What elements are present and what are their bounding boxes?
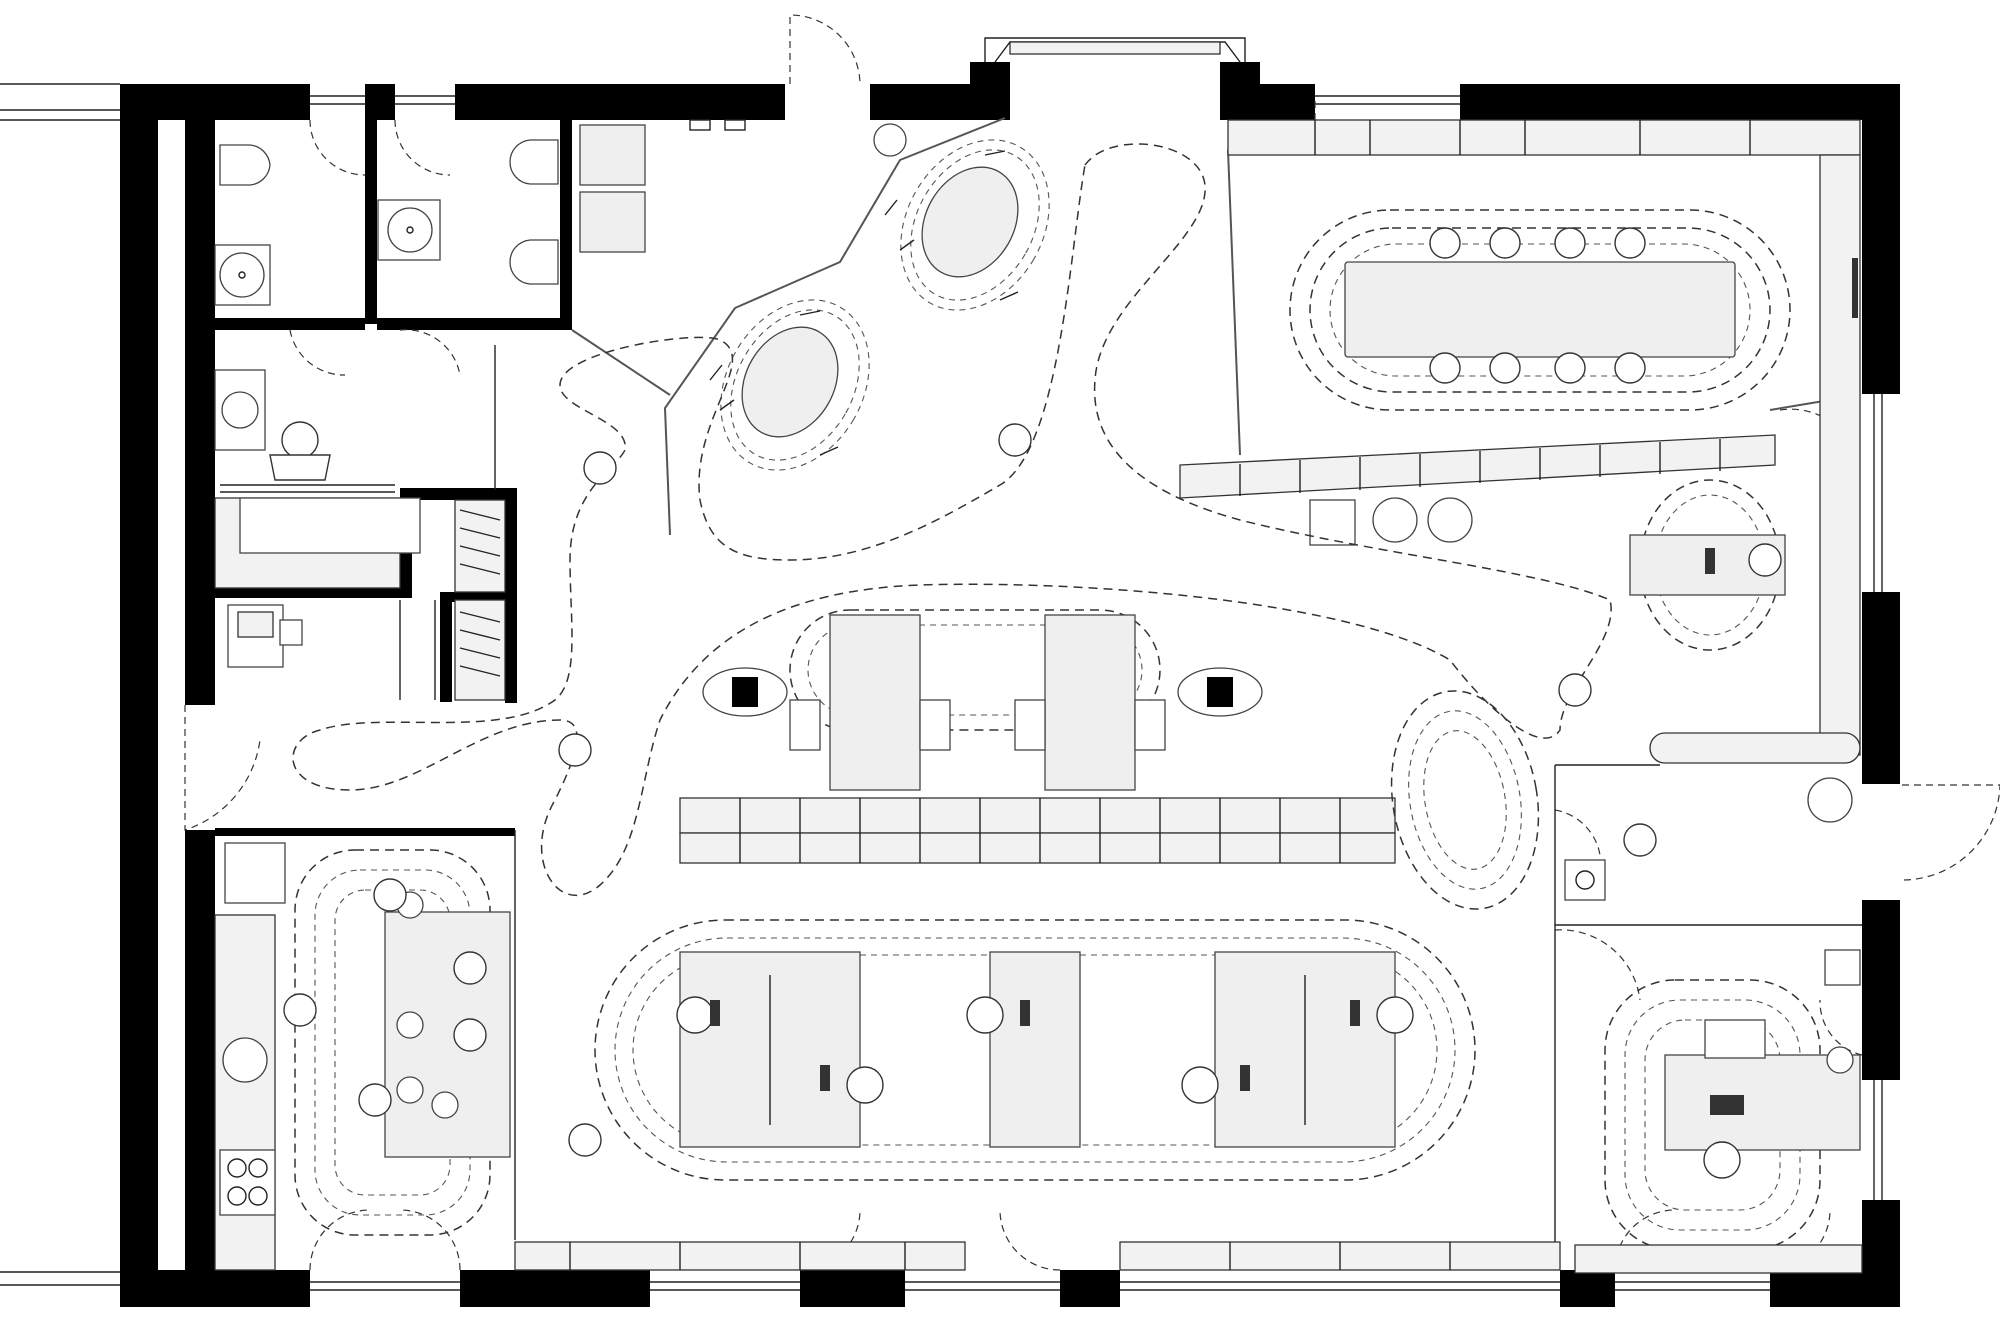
walking-figures (558, 423, 1657, 1157)
open-workspace-bench (702, 609, 1263, 791)
kitchenette-top (579, 119, 907, 253)
person-icon (283, 878, 487, 1117)
print-room (227, 600, 436, 700)
desk-icon (989, 951, 1081, 1148)
washbasin-icon (221, 391, 259, 429)
windows (0, 83, 1883, 1291)
bottom-cabinets (514, 1241, 1561, 1271)
person-icon (1558, 673, 1592, 707)
desk-icon (1044, 614, 1136, 791)
person-icon (568, 1123, 602, 1157)
desk-icon (1664, 1054, 1861, 1151)
entrance (1564, 732, 1861, 901)
open-workspace (594, 919, 1476, 1181)
washbasin-icon (387, 207, 433, 253)
restroom-wc-2 (377, 139, 559, 285)
conference-table-icon (1344, 261, 1736, 358)
toilet-icon (219, 144, 271, 186)
floor-lamp-icon (1826, 1046, 1854, 1074)
corner-office (1629, 479, 1786, 651)
round-table-icon (884, 139, 1050, 311)
bay-window (984, 37, 1246, 63)
kitchen (214, 842, 511, 1271)
interior-walls (215, 84, 572, 836)
restroom-wc-1 (214, 144, 271, 306)
exterior-walls (120, 62, 1900, 1307)
person-icon (558, 733, 592, 767)
hanger-rail-icon (459, 509, 501, 677)
person-icon (1748, 543, 1782, 577)
bidet-icon (509, 239, 559, 285)
person-icon (676, 996, 1414, 1104)
washbasin-icon (219, 252, 265, 298)
cooktop-icon (219, 1149, 276, 1216)
lounge-tables (709, 139, 1050, 471)
director-office (1574, 949, 1863, 1274)
cabinet-row (1179, 434, 1776, 546)
desk-icon (829, 614, 921, 791)
person-icon (998, 423, 1032, 457)
people-row-top (1429, 227, 1646, 259)
person-icon (1623, 823, 1657, 857)
closet (214, 497, 506, 701)
glass-partitions (494, 117, 1862, 1245)
sink-icon (222, 1037, 268, 1083)
door-icon (1807, 777, 1853, 823)
meeting-room (1227, 119, 1861, 756)
locker-bench (679, 797, 1396, 864)
round-table-icon (709, 299, 870, 471)
person-icon (1703, 1141, 1741, 1179)
person-icon (583, 451, 617, 485)
circulation-path (292, 143, 1612, 897)
oval-rug (1390, 690, 1540, 910)
toilet-icon (509, 139, 559, 185)
sink-vestibule (214, 369, 395, 493)
person-icon (269, 421, 331, 481)
people-row-bottom (1429, 352, 1646, 384)
